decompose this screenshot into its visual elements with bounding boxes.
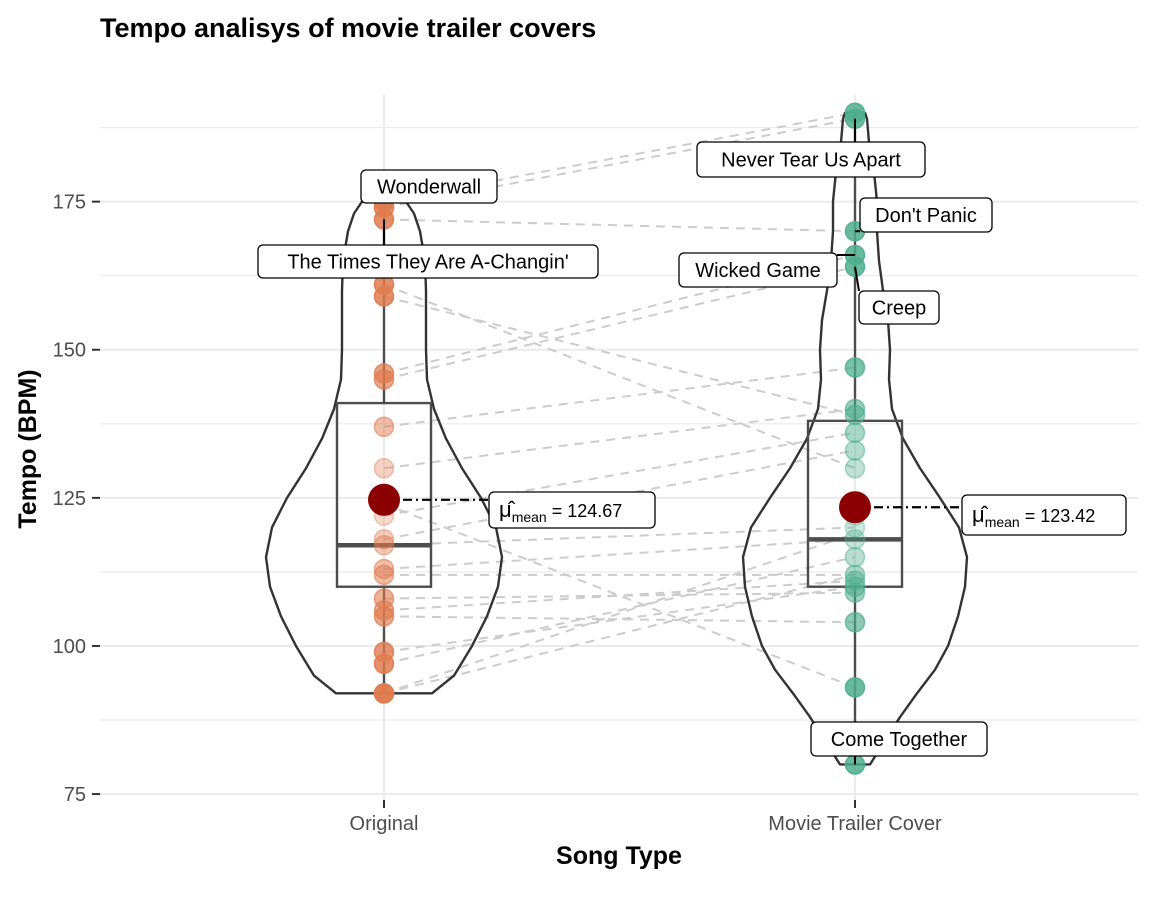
data-point (373, 606, 395, 627)
x-tick-label: Original (350, 813, 419, 835)
data-point (844, 457, 866, 479)
data-point (844, 546, 866, 568)
data-point (844, 404, 866, 426)
annotation-box (696, 141, 926, 178)
annotation-label: Wicked Game (695, 260, 821, 282)
mean-markers: μ̂mean = 124.67 μ̂mean = 123.42 (368, 483, 1127, 536)
data-point (373, 653, 395, 674)
y-tick-label: 100 (53, 636, 86, 658)
x-axis: Original Movie Trailer Cover (350, 800, 942, 835)
y-axis-title: Tempo (BPM) (14, 369, 42, 528)
y-tick-label: 175 (53, 192, 86, 214)
annotation-box (678, 252, 838, 288)
y-tick-label: 75 (64, 784, 86, 806)
box-0 (335, 401, 433, 588)
mean-marker (839, 491, 871, 524)
chart-title: Tempo analisys of movie trailer covers (100, 13, 596, 43)
annotation-box (810, 721, 988, 757)
pair-line (383, 526, 856, 547)
annotation-box (859, 197, 993, 233)
mean-label: μ̂mean = 124.67 (499, 497, 622, 525)
data-point (373, 286, 395, 307)
pair-line (383, 615, 856, 624)
data-point (373, 535, 395, 556)
y-axis: 75 100 125 150 175 (53, 192, 100, 806)
annotation-label: Never Tear Us Apart (721, 150, 901, 172)
x-axis-title: Song Type (556, 842, 682, 870)
data-point (844, 357, 866, 378)
annotation-label: Don't Panic (875, 205, 977, 227)
pair-line (383, 283, 856, 470)
annotation-label: Wonderwall (377, 177, 481, 199)
data-point (844, 440, 866, 461)
data-point (373, 457, 395, 479)
data-point (373, 416, 395, 438)
annotation-box (360, 169, 498, 204)
mean-label-box (488, 491, 656, 529)
pair-line (383, 502, 856, 689)
data-point (373, 683, 395, 704)
annotation-box (257, 244, 599, 279)
annotation-label: Come Together (831, 729, 968, 751)
x-tick-label: Movie Trailer Cover (768, 813, 942, 835)
annotation-label: The Times They Are A-Changin' (287, 252, 568, 274)
data-point (844, 422, 866, 443)
data-point (844, 677, 866, 698)
y-tick-label: 125 (53, 488, 86, 510)
annotation-label: Creep (872, 298, 926, 320)
data-point (844, 612, 866, 633)
mean-label-box (961, 494, 1127, 536)
data-point (373, 369, 395, 390)
data-point (373, 529, 395, 550)
pair-line (383, 556, 856, 665)
annotation-box (858, 290, 940, 325)
data-point (844, 582, 866, 603)
pair-line (383, 538, 856, 570)
data-point (373, 564, 395, 586)
annotation-connector (854, 266, 860, 292)
data-point (844, 529, 866, 550)
mean-label: μ̂mean = 123.42 (972, 502, 1095, 530)
mean-marker (368, 483, 400, 516)
pair-line (383, 218, 856, 233)
pair-line (383, 532, 856, 695)
pair-line (383, 591, 856, 600)
pair-line (383, 585, 856, 653)
data-points (373, 102, 866, 775)
y-tick-label: 150 (53, 340, 86, 362)
